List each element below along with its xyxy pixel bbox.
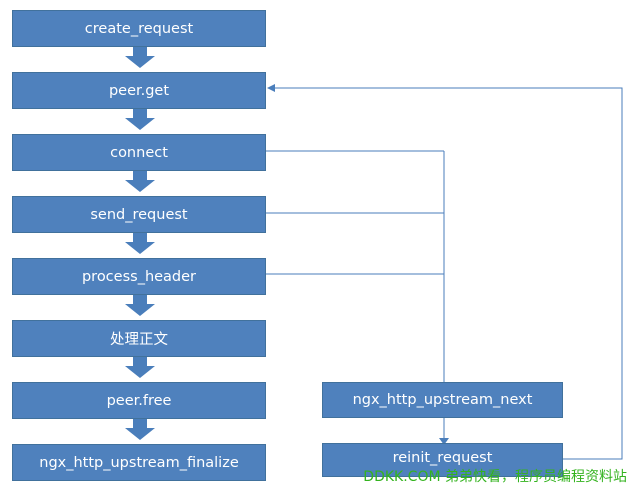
send-request-node: send_request — [12, 196, 266, 233]
connect-node: connect — [12, 134, 266, 171]
process-header-node: process_header — [12, 258, 266, 295]
arrow-send-to-process — [125, 233, 155, 254]
create-request-node: create_request — [12, 10, 266, 47]
arrowhead-loop-to-peer-get — [267, 84, 275, 92]
process-body-node: 处理正文 — [12, 320, 266, 357]
arrow-body-to-free — [125, 357, 155, 378]
upstream-next-node: ngx_http_upstream_next — [322, 382, 563, 418]
arrow-get-to-connect — [125, 109, 155, 130]
arrow-create-to-get — [125, 47, 155, 68]
arrow-connect-to-send — [125, 171, 155, 192]
upstream-finalize-node: ngx_http_upstream_finalize — [12, 444, 266, 481]
arrow-free-to-finalize — [125, 419, 155, 440]
reinit-request-node: reinit_request — [322, 443, 563, 477]
peer-free-node: peer.free — [12, 382, 266, 419]
arrow-process-to-body — [125, 295, 155, 316]
site-watermark: DDKK.COM 弟弟快看，程序员编程资料站 — [363, 469, 627, 485]
line-reinit-loop-to-peer-get — [274, 87, 623, 460]
arrowhead-next-to-reinit — [439, 438, 449, 445]
peer-get-node: peer.get — [12, 72, 266, 109]
